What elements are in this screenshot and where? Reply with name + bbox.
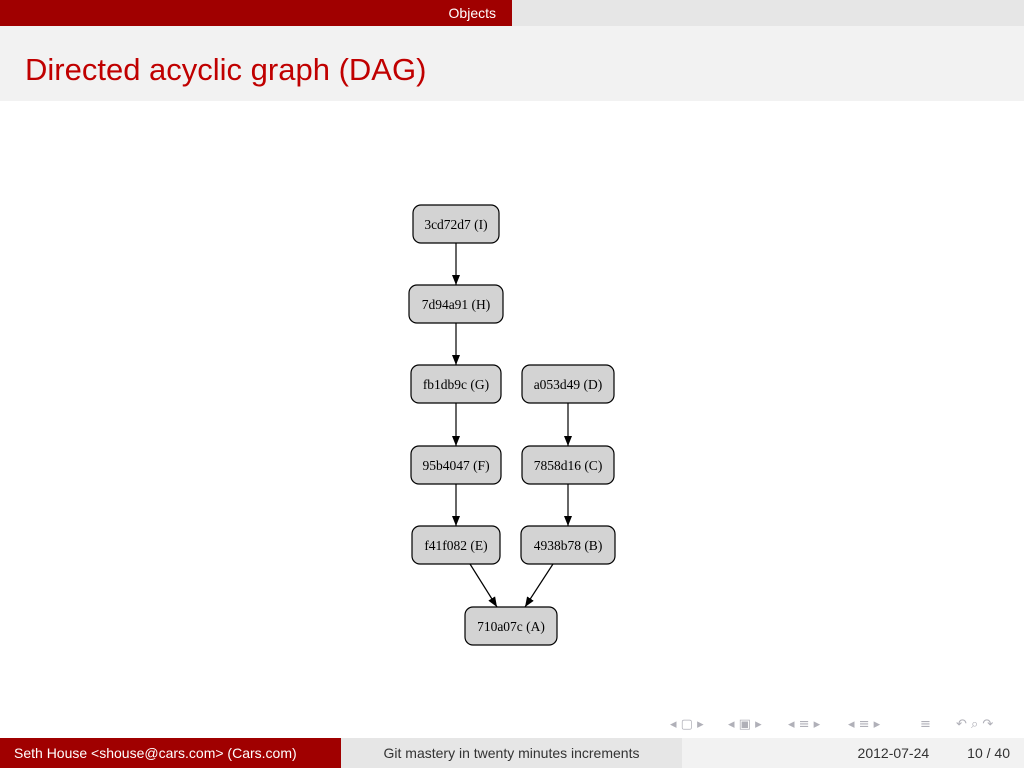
commit-node-b: 4938b78 (B) — [520, 525, 616, 565]
nav-back-search-forward-icon[interactable]: ↶ ⌕ ↷ — [956, 717, 994, 732]
section-nav-empty — [512, 0, 1024, 26]
commit-node-box — [411, 525, 501, 565]
edge-b-to-a — [524, 563, 554, 608]
commit-node-f: 95b4047 (F) — [410, 445, 502, 485]
commit-node-i: 3cd72d7 (I) — [412, 204, 500, 244]
footer-right: 2012-07-24 10 / 40 — [682, 738, 1024, 768]
commit-node-h: 7d94a91 (H) — [408, 284, 504, 324]
nav-section-icon[interactable]: ◂ ≡ ▸ — [788, 717, 821, 732]
section-link-objects[interactable]: Objects — [448, 5, 496, 21]
section-nav: Objects — [0, 0, 512, 26]
commit-node-d: a053d49 (D) — [521, 364, 615, 404]
edge-e-to-a — [469, 563, 498, 608]
nav-frame-icon[interactable]: ◂ ▢ ▸ — [670, 717, 704, 732]
commit-node-e: f41f082 (E) — [411, 525, 501, 565]
nav-subsection-icon[interactable]: ◂ ▣ ▸ — [728, 717, 762, 732]
commit-node-box — [464, 606, 558, 646]
commit-node-label: a053d49 (D) — [534, 377, 603, 392]
commit-node-box — [410, 364, 502, 404]
commit-node-label: fb1db9c (G) — [423, 377, 489, 392]
commit-node-g: fb1db9c (G) — [410, 364, 502, 404]
commit-node-box — [521, 445, 615, 485]
commit-node-label: 7858d16 (C) — [534, 458, 603, 473]
commit-node-box — [520, 525, 616, 565]
commit-node-box — [408, 284, 504, 324]
commit-node-label: 710a07c (A) — [477, 619, 545, 634]
commit-node-label: f41f082 (E) — [424, 538, 487, 553]
commit-node-c: 7858d16 (C) — [521, 445, 615, 485]
footer-author: Seth House <shouse@cars.com> (Cars.com) — [0, 738, 341, 768]
footer-page-number: 10 / 40 — [967, 745, 1010, 761]
commit-node-a: 710a07c (A) — [464, 606, 558, 646]
nav-doc-icon[interactable]: ◂ ≡ ▸ — [848, 717, 881, 732]
commit-node-label: 3cd72d7 (I) — [424, 217, 487, 232]
footer-date: 2012-07-24 — [857, 745, 930, 761]
frame-title-bar: Directed acyclic graph (DAG) — [0, 26, 1024, 101]
nodes: 3cd72d7 (I) 7d94a91 (H) fb1db9c (G) a053d49… — [408, 204, 616, 646]
frame-title: Directed acyclic graph (DAG) — [25, 52, 427, 87]
footer-bar: Seth House <shouse@cars.com> (Cars.com) … — [0, 738, 1024, 768]
commit-node-label: 95b4047 (F) — [422, 458, 489, 473]
commit-node-box — [521, 364, 615, 404]
edges — [452, 243, 572, 608]
footer-talk-title: Git mastery in twenty minutes increments — [341, 738, 682, 768]
nav-align-icon[interactable]: ≡ — [920, 717, 931, 732]
commit-node-label: 7d94a91 (H) — [422, 297, 491, 312]
top-navigation-bar: Objects — [0, 0, 1024, 26]
commit-node-box — [412, 204, 500, 244]
commit-node-box — [410, 445, 502, 485]
commit-node-label: 4938b78 (B) — [534, 538, 603, 553]
